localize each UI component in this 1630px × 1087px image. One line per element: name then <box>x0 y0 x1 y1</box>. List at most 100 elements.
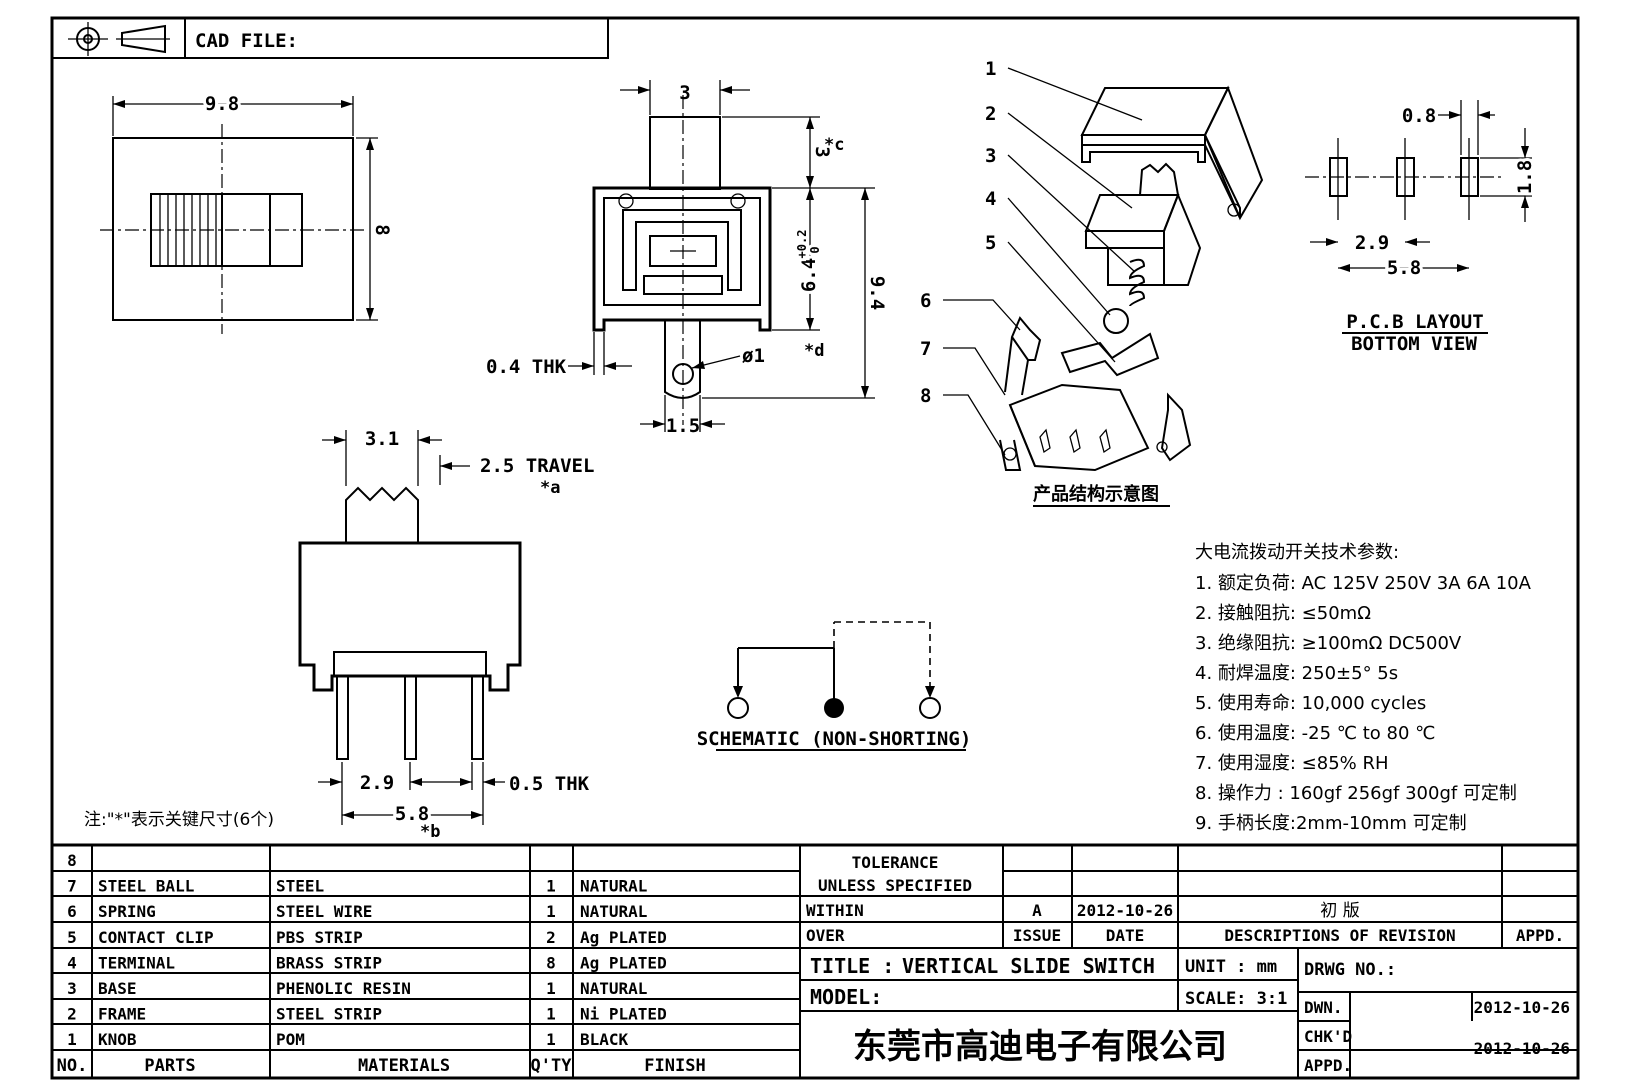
bom-cell-finish: Ag PLATED <box>580 953 667 972</box>
bom-cell-material: PBS STRIP <box>276 928 363 947</box>
callouts: 1 2 3 4 5 6 7 8 <box>920 58 1143 456</box>
spec-title: 大电流拨动开关技术参数: <box>1195 542 1399 563</box>
bom-cell-no: 8 <box>67 851 77 870</box>
col-parts: PARTS <box>144 1056 195 1076</box>
callout-1: 1 <box>985 58 996 80</box>
spec-item: 8. 操作力 : 160gf 256gf 300gf 可定制 <box>1195 783 1517 804</box>
bom-cell-no: 6 <box>67 902 77 921</box>
bom-cell-material: POM <box>276 1030 305 1049</box>
b-mark: *b <box>420 822 440 842</box>
drawn-label: DWN. <box>1304 998 1343 1017</box>
body-height-dim: 6.4 <box>798 258 820 292</box>
tol-lower: 0 <box>808 246 822 253</box>
bom-cell-finish: NATURAL <box>580 877 647 896</box>
schematic: SCHEMATIC (NON-SHORTING) <box>697 621 971 751</box>
col-qty: Q'TY <box>531 1056 573 1076</box>
checked-date: 2012-10-26 <box>1474 1039 1570 1058</box>
pcb-span-dim: 5.8 <box>1387 257 1421 279</box>
third-angle-projection-icon <box>68 22 170 56</box>
actuator-height-dim: 3 <box>811 146 833 157</box>
bom-cell-material: PHENOLIC RESIN <box>276 979 411 998</box>
spec-item: 7. 使用湿度: ≤85% RH <box>1195 753 1389 774</box>
pcb-title: P.C.B LAYOUT <box>1346 311 1483 333</box>
part-contact-clip <box>1060 332 1160 377</box>
c-mark: *c <box>824 135 844 155</box>
col-finish: FINISH <box>644 1056 705 1076</box>
company-name: 东莞市高迪电子有限公司 <box>853 1027 1227 1067</box>
spec-item: 4. 耐焊温度: 250±5° 5s <box>1195 663 1398 684</box>
side-view: 3.1 2.5 TRAVEL *a 2.9 0.5 THK 5.8 *b <box>298 428 594 842</box>
tolerance-label: TOLERANCE <box>852 853 939 872</box>
pcb-gap-dim: 0.8 <box>1402 105 1436 127</box>
bom-cell-part: TERMINAL <box>98 953 175 972</box>
part-base <box>1084 162 1202 286</box>
bom-cell-qty: 1 <box>546 1005 556 1024</box>
unit-label: UNIT : mm <box>1185 957 1277 977</box>
over-label: OVER <box>806 926 845 945</box>
top-view: 9.8 8 <box>100 90 396 334</box>
title-label: TITLE : <box>810 954 894 978</box>
callout-8: 8 <box>920 385 931 407</box>
part-spring <box>1128 258 1146 307</box>
spec-item: 5. 使用寿命: 10,000 cycles <box>1195 693 1426 714</box>
pin-thk-dim: 0.5 THK <box>509 773 590 795</box>
title-block: TOLERANCE UNLESS SPECIFIED WITHIN OVER A… <box>800 845 1578 1078</box>
d-mark: *d <box>804 341 824 361</box>
pcb-pitch-dim: 2.9 <box>1355 232 1389 254</box>
description-header: DESCRIPTIONS OF REVISION <box>1224 926 1455 945</box>
bom-cell-material: STEEL <box>276 877 324 896</box>
bom-cell-no: 3 <box>67 979 77 998</box>
bom-cell-finish: NATURAL <box>580 902 647 921</box>
bom-cell-finish: Ag PLATED <box>580 928 667 947</box>
spec-item: 6. 使用温度: -25 ℃ to 80 ℃ <box>1195 723 1435 744</box>
knob-width-dim: 3.1 <box>365 428 399 450</box>
bom-cell-part: KNOB <box>98 1030 137 1049</box>
callout-3: 3 <box>985 145 996 167</box>
callout-7: 7 <box>920 338 931 360</box>
spec-item: 2. 接触阻抗: ≤50mΩ <box>1195 603 1371 624</box>
bom-cell-part: STEEL BALL <box>98 877 194 896</box>
exploded-view: 1 2 3 4 5 6 7 8 产品结构示意图 <box>920 58 1264 507</box>
front-view: 3 3 *c 6.4 +0.2 0 *d 9.4 0.4 THK ø1 <box>486 80 891 437</box>
part-frame <box>1080 85 1264 221</box>
pcb-pad-dim: 1.8 <box>1514 160 1536 194</box>
bom-cell-material: BRASS STRIP <box>276 953 382 972</box>
travel-dim: 2.5 TRAVEL <box>480 455 594 477</box>
bom-cell-finish: NATURAL <box>580 979 647 998</box>
header-block: CAD FILE: <box>52 18 609 59</box>
pin-width-dim: 1.5 <box>666 415 700 437</box>
drawn-date: 2012-10-26 <box>1474 998 1570 1017</box>
bom-cell-qty: 1 <box>546 1030 556 1049</box>
bom-cell-qty: 1 <box>546 877 556 896</box>
terminal-common-icon <box>824 698 844 718</box>
bom-cell-no: 4 <box>67 953 77 972</box>
bom-header-row: NO. PARTS MATERIALS Q'TY FINISH <box>57 1056 706 1076</box>
rev-date: 2012-10-26 <box>1077 901 1173 920</box>
bom-cell-part: FRAME <box>98 1005 146 1024</box>
bom-cell-qty: 8 <box>546 953 556 972</box>
drawing-number-label: DRWG NO.: <box>1304 960 1396 980</box>
top-height-dim: 8 <box>371 224 393 235</box>
col-materials: MATERIALS <box>358 1056 450 1076</box>
callout-2: 2 <box>985 103 996 125</box>
spec-item: 9. 手柄长度:2mm-10mm 可定制 <box>1195 813 1467 834</box>
bom-cell-qty: 2 <box>546 928 556 947</box>
rev-issue: A <box>1032 901 1042 920</box>
approved-label: APPD. <box>1304 1056 1352 1075</box>
bom-cell-part: SPRING <box>98 902 156 921</box>
bom-cell-part: CONTACT CLIP <box>98 928 214 947</box>
thickness-dim: 0.4 THK <box>486 356 567 378</box>
total-height-dim: 9.4 <box>866 276 888 310</box>
col-no: NO. <box>57 1056 88 1076</box>
tol-upper: +0.2 <box>795 230 809 259</box>
bom-cell-no: 2 <box>67 1005 77 1024</box>
within-label: WITHIN <box>806 901 864 920</box>
sheet-border <box>50 16 1580 1080</box>
drawing-title: VERTICAL SLIDE SWITCH <box>902 954 1155 978</box>
bom-cell-qty: 1 <box>546 902 556 921</box>
bom-cell-finish: BLACK <box>580 1030 629 1049</box>
key-dimension-note: 注:"*"表示关键尺寸(6个) <box>84 810 274 830</box>
pitch-dim: 2.9 <box>360 772 394 794</box>
exploded-caption: 产品结构示意图 <box>1033 483 1159 505</box>
bom-cell-no: 7 <box>67 877 77 896</box>
